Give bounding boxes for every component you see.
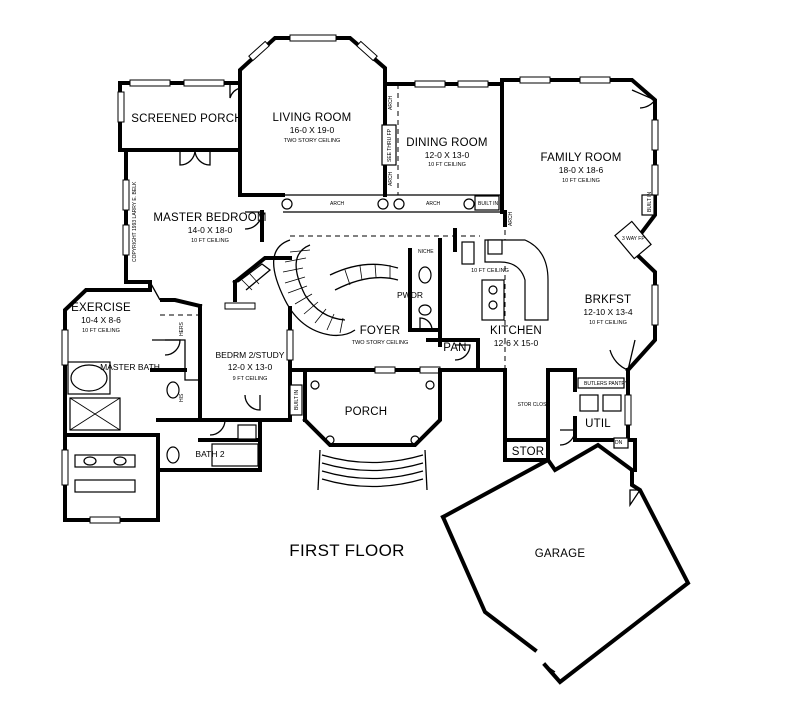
room-labels: LIVING ROOM 16-0 X 19-0 TWO STORY CEILIN… (71, 112, 633, 560)
room-dim-dining: 12-0 X 13-0 (425, 150, 470, 160)
room-name-util: UTIL (585, 418, 611, 430)
doors (149, 83, 657, 508)
label-dn: DN (615, 440, 623, 446)
label-arch-2: ARCH (426, 201, 441, 207)
label-arch-4: ARCH (388, 171, 394, 186)
label-his: HIS (179, 393, 185, 402)
room-name-pan: PAN (443, 342, 466, 354)
room-name-dining: DINING ROOM (406, 137, 487, 149)
windows (61, 34, 659, 524)
room-note-kitchen: 10 FT CEILING (471, 268, 509, 274)
room-name-stor-clos: STOR CLOS (518, 402, 547, 408)
room-name-garage: GARAGE (535, 548, 586, 560)
room-dim-bedroom2: 12-0 X 13-0 (228, 362, 273, 372)
label-see-thru-fp: SEE THRU FP (387, 128, 393, 162)
room-dim-master-bedroom: 14-0 X 18-0 (188, 225, 233, 235)
room-dim-family: 18-0 X 18-6 (559, 165, 604, 175)
room-note-living: TWO STORY CEILING (284, 138, 341, 144)
label-arch-3: ARCH (388, 95, 394, 110)
room-note-dining: 10 FT CEILING (428, 162, 466, 168)
annotations: ARCH ARCH ARCH ARCH ARCH BUILT IN BUILT … (132, 95, 653, 446)
room-name-porch: PORCH (345, 406, 388, 418)
fixtures (67, 124, 655, 493)
room-note-bedroom2: 9 FT CEILING (233, 376, 268, 382)
room-note-master-bedroom: 10 FT CEILING (191, 238, 229, 244)
label-built-in-2: BUILT IN (294, 390, 300, 410)
label-arch-5: ARCH (508, 211, 514, 226)
label-built-in-1: BUILT IN (478, 201, 498, 207)
label-arch-1: ARCH (330, 201, 345, 207)
room-name-master-bath: MASTER BATH (100, 362, 160, 372)
room-name-foyer: FOYER (360, 325, 401, 337)
label-built-in-3: BUILT IN (647, 192, 653, 212)
room-dim-kitchen: 12-6 X 15-0 (494, 338, 539, 348)
room-name-bath2: BATH 2 (195, 449, 224, 459)
room-note-foyer: TWO STORY CEILING (352, 340, 409, 346)
room-name-bedroom2: BEDRM 2/STUDY (216, 350, 285, 360)
room-note-exercise: 10 FT CEILING (82, 328, 120, 334)
room-dim-exercise: 10-4 X 8-6 (81, 315, 121, 325)
label-3-way-fp: 3 WAY FP (622, 236, 645, 242)
floor-title: FIRST FLOOR (289, 541, 404, 560)
walls (63, 36, 691, 685)
room-name-brkfst: BRKFST (585, 294, 632, 306)
room-dim-brkfst: 12-10 X 13-4 (583, 307, 632, 317)
room-note-brkfst: 10 FT CEILING (589, 320, 627, 326)
room-name-family: FAMILY ROOM (540, 152, 621, 164)
front-porch (302, 368, 442, 491)
room-note-family: 10 FT CEILING (562, 178, 600, 184)
room-name-living: LIVING ROOM (273, 112, 352, 124)
room-name-kitchen: KITCHEN (490, 325, 542, 337)
staircase (237, 239, 399, 337)
room-dim-living: 16-0 X 19-0 (290, 125, 335, 135)
copyright-text: COPYRIGHT 1993 LARRY E. BELK (132, 181, 138, 262)
room-name-exercise: EXERCISE (71, 302, 131, 314)
label-niche: NICHE (418, 249, 434, 255)
room-name-pwdr: PWDR (397, 290, 423, 300)
label-hers: HERS (179, 321, 185, 336)
room-name-screened-porch: SCREENED PORCH (131, 113, 242, 125)
room-name-master-bedroom: MASTER BEDROOM (153, 212, 266, 224)
garage-doors (484, 582, 689, 683)
label-butlers-pantry: BUTLERS PANTRY (584, 381, 629, 387)
room-name-stor: STOR (512, 446, 545, 458)
